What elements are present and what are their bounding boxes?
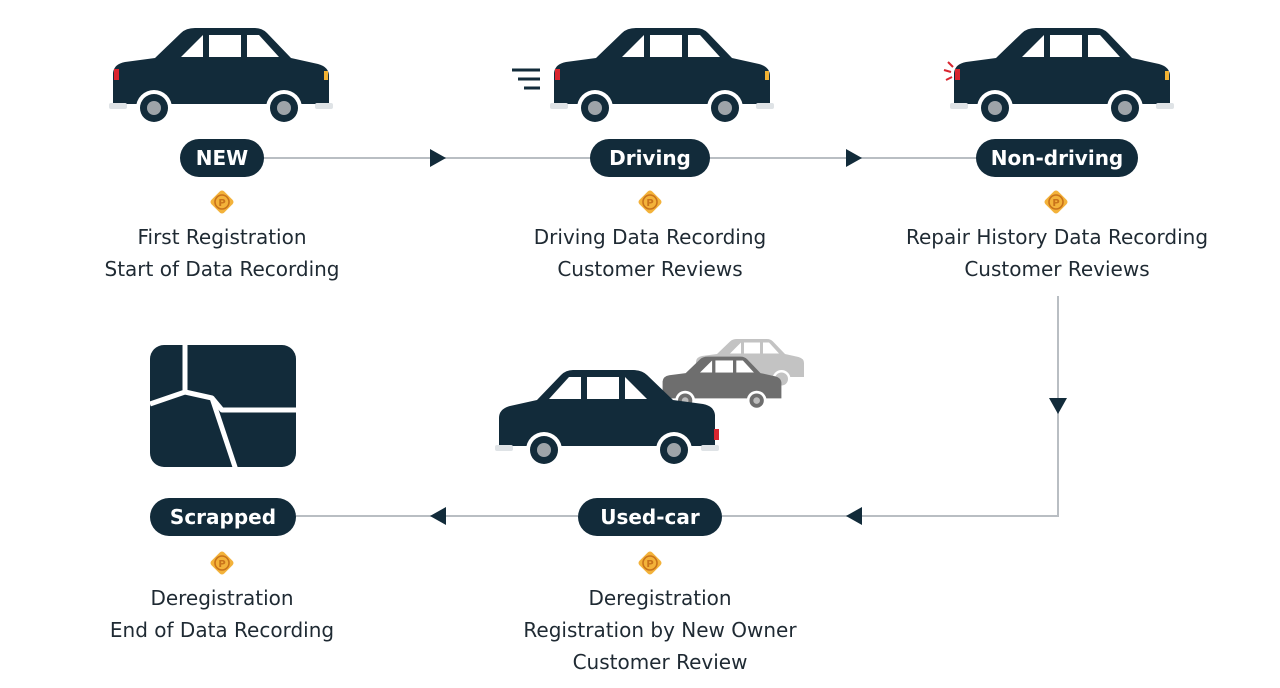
caption-line: Customer Review: [572, 650, 748, 674]
crushed-car-icon: [149, 343, 298, 471]
arrow-left-icon: [430, 507, 446, 525]
svg-text:P: P: [1052, 198, 1059, 209]
caption-line: Registration by New Owner: [523, 618, 797, 642]
caption-line: Customer Reviews: [964, 257, 1150, 281]
parking-badge-icon: P: [1044, 190, 1068, 214]
svg-text:P: P: [218, 198, 225, 209]
caption-scrapped: Deregistration End of Data Recording: [32, 582, 412, 646]
stage-label-non-driving: Non-driving: [976, 139, 1138, 177]
broken-down-car-icon: [943, 28, 1174, 126]
parking-badge-icon: P: [210, 551, 234, 575]
stage-label-driving: Driving: [590, 139, 710, 177]
warning-flash-icon: [943, 61, 954, 81]
svg-text:P: P: [218, 559, 225, 570]
svg-text:P: P: [646, 198, 653, 209]
parking-badge-icon: P: [638, 551, 662, 575]
caption-driving: Driving Data Recording Customer Reviews: [460, 221, 840, 285]
caption-line: Deregistration: [588, 586, 732, 610]
parking-badge-icon: P: [210, 190, 234, 214]
arrow-down-icon: [1049, 398, 1067, 414]
caption-line: Customer Reviews: [557, 257, 743, 281]
caption-new: First Registration Start of Data Recordi…: [32, 221, 412, 285]
stage-label-scrapped: Scrapped: [150, 498, 296, 536]
stage-label-used-car: Used-car: [578, 498, 722, 536]
moving-car-icon: [512, 28, 774, 126]
flow-arrows: [430, 149, 1067, 525]
arrow-right-icon: [430, 149, 446, 167]
caption-used-car: Deregistration Registration by New Owner…: [470, 582, 850, 678]
speed-lines-icon: [512, 68, 540, 90]
caption-line: Deregistration: [150, 586, 294, 610]
caption-non-driving: Repair History Data Recording Customer R…: [867, 221, 1247, 285]
svg-text:P: P: [646, 559, 653, 570]
caption-line: End of Data Recording: [109, 618, 335, 642]
parking-badge-icon: P: [638, 190, 662, 214]
car-lineup-icon: [495, 339, 804, 468]
caption-line: Driving Data Recording: [533, 225, 767, 249]
arrow-right-icon: [846, 149, 862, 167]
car-icon: [109, 28, 333, 126]
caption-line: Repair History Data Recording: [905, 225, 1209, 249]
stage-label-new: NEW: [180, 139, 264, 177]
caption-line: Start of Data Recording: [104, 257, 340, 281]
arrow-left-icon: [846, 507, 862, 525]
connector-lines: [262, 157, 1059, 517]
caption-line: First Registration: [137, 225, 307, 249]
connector-nondriving-usedcar: [722, 296, 1059, 517]
badges: P P P P P: [210, 190, 1068, 575]
